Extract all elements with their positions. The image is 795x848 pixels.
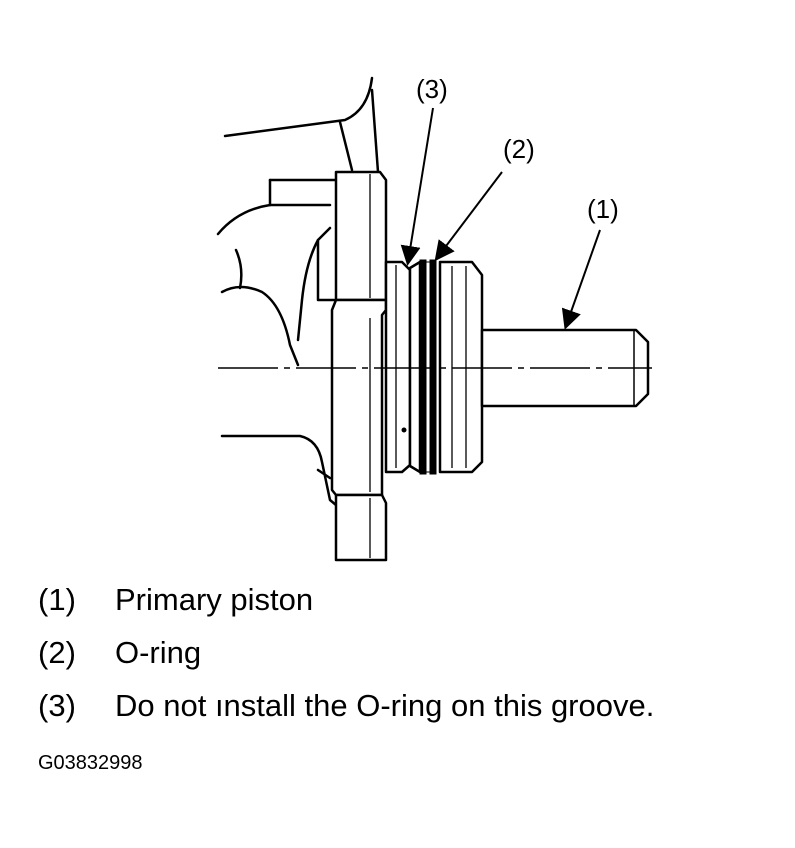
leader-3 — [400, 107, 434, 266]
legend-item-number: (3) — [38, 688, 76, 723]
figure-id: G03832998 — [38, 752, 143, 774]
legend-item-number: (2) — [38, 635, 76, 670]
legend-item-text: Do not ınstall the O-ring on this groove… — [115, 688, 655, 723]
groove-mark — [401, 427, 407, 433]
cylinder-housing — [216, 76, 380, 507]
callout-1-label: (1) — [587, 194, 619, 224]
o-ring — [419, 259, 437, 475]
callout-leaders — [400, 107, 601, 330]
callout-2-label: (2) — [503, 134, 535, 164]
leader-2 — [434, 171, 503, 262]
groove-lines — [395, 265, 467, 468]
leader-1 — [561, 229, 601, 330]
flange — [330, 170, 388, 562]
callout-3-label: (3) — [416, 74, 448, 104]
legend-item-text: Primary piston — [115, 582, 314, 617]
legend-item-number: (1) — [38, 582, 76, 617]
legend-item-text: O-ring — [115, 635, 202, 670]
